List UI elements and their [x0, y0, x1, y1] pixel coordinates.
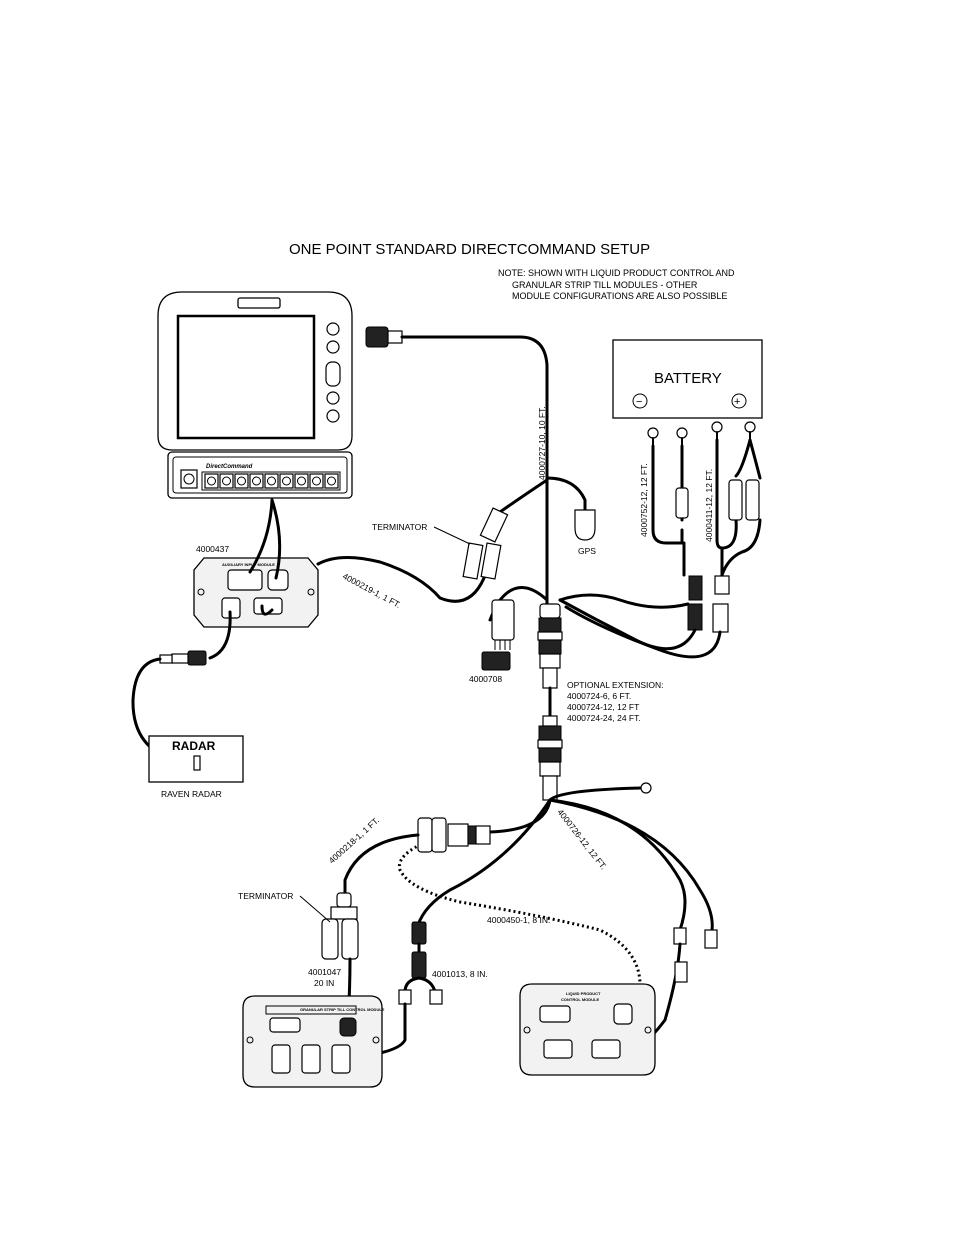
cable-aux-label: 4000219-1, 1 FT.: [341, 571, 402, 610]
terminator-1-label: TERMINATOR: [372, 522, 427, 532]
console-port: [219, 473, 234, 489]
console-port-socket: [312, 476, 321, 486]
optional-extension: [537, 603, 563, 801]
raven-radar: RADAR: [148, 735, 244, 783]
console-port: [309, 473, 324, 489]
lower-harness: [397, 782, 718, 1047]
cable-4000219: [316, 555, 486, 603]
console-port-socket: [297, 476, 306, 486]
extension-line-2: 4000724-6, 6 FT.: [567, 691, 631, 701]
console-port: [234, 473, 249, 489]
liquid-module-title-2: CONTROL MODULE: [561, 997, 599, 1002]
console-ports: [204, 473, 339, 489]
auxiliary-input-module: AUXILIARY INPUT MODULE: [193, 498, 319, 628]
extension-line-1: OPTIONAL EXTENSION:: [567, 680, 664, 690]
cable-1047-length: 20 IN: [314, 978, 334, 988]
battery-negative-symbol: −: [636, 396, 642, 408]
battery: BATTERY − +: [612, 339, 763, 419]
console-port-socket: [282, 476, 291, 486]
battery-positive-symbol: +: [734, 396, 740, 408]
console-port: [204, 473, 219, 489]
console-port: [324, 473, 339, 489]
radar-box-label: RADAR: [172, 739, 216, 753]
console-brand: DirectCommand: [206, 464, 253, 470]
main-harness: [365, 326, 596, 606]
granular-module-title: GRANULAR STRIP TILL CONTROL MODULE: [300, 1007, 385, 1012]
console-port-socket: [207, 476, 216, 486]
battery-cables: [558, 438, 762, 659]
cable-450-label: 4000450-1, 8 IN.: [487, 915, 550, 925]
cable-218-label: 4000218-1, 1 FT.: [327, 815, 381, 865]
console-port-socket: [237, 476, 246, 486]
terminator-2-label: TERMINATOR: [238, 891, 293, 901]
battery-ring-terminals: [647, 421, 756, 447]
liquid-module-title-1: LIQUID PRODUCT: [566, 991, 601, 996]
directcommand-console: DirectCommand: [167, 451, 353, 499]
radar-caption: RAVEN RADAR: [161, 789, 222, 799]
diagram-title: ONE POINT STANDARD DIRECTCOMMAND SETUP: [289, 241, 650, 258]
console-port: [279, 473, 294, 489]
directcommand-display: [157, 291, 353, 451]
liquid-product-control-module: LIQUID PRODUCT CONTROL MODULE: [519, 983, 656, 1076]
cable-pos-label: 4000411-12, 12 FT.: [704, 469, 714, 542]
gps-label: GPS: [578, 546, 596, 556]
extension-line-4: 4000724-24, 24 FT.: [567, 713, 641, 723]
console-port-socket: [267, 476, 276, 486]
console-port-socket: [222, 476, 231, 486]
granular-strip-till-module: GRANULAR STRIP TILL CONTROL MODULE: [242, 995, 385, 1088]
connector-4000708: [481, 599, 515, 671]
note-line-2: GRANULAR STRIP TILL MODULES - OTHER: [512, 280, 698, 290]
cable-main-label: 4000727-10, 10 FT.: [537, 406, 547, 480]
extension-line-3: 4000724-12, 12 FT: [567, 702, 639, 712]
note-line-1: NOTE: SHOWN WITH LIQUID PRODUCT CONTROL …: [498, 268, 735, 278]
console-port-socket: [327, 476, 336, 486]
note-line-3: MODULE CONFIGURATIONS ARE ALSO POSSIBLE: [512, 291, 727, 301]
aux-module-title: AUXILIARY INPUT MODULE: [222, 562, 275, 567]
console-port-socket: [252, 476, 261, 486]
cable-neg-label: 4000752-12, 12 FT.: [639, 463, 649, 537]
cable-726-label: 4000726-12, 12 FT.: [555, 807, 608, 871]
console-port: [264, 473, 279, 489]
terminator-tee-1: [433, 507, 509, 580]
tee-4000218: [343, 817, 491, 897]
cable-1047-label: 4001047: [308, 967, 341, 977]
aux-module-part: 4000437: [196, 544, 229, 554]
battery-label: BATTERY: [654, 370, 722, 387]
console-port: [294, 473, 309, 489]
label-4000708: 4000708: [469, 674, 502, 684]
cable-1013-label: 4001013, 8 IN.: [432, 969, 488, 979]
console-port: [249, 473, 264, 489]
